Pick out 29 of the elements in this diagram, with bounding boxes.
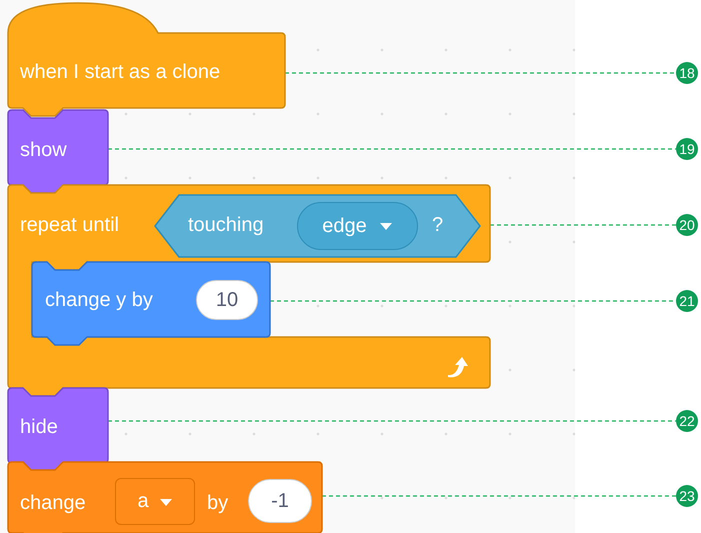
block-label: touching bbox=[188, 213, 264, 237]
stack-block bbox=[8, 462, 322, 533]
block-label: when I start as a clone bbox=[20, 60, 220, 84]
callout-number: 21 bbox=[676, 290, 698, 312]
callout-number: 23 bbox=[676, 485, 698, 507]
block-label: hide bbox=[20, 415, 58, 439]
block-label: by bbox=[207, 491, 228, 515]
loop-block bbox=[8, 185, 490, 396]
leader-line bbox=[322, 495, 676, 497]
leader-line bbox=[270, 300, 676, 302]
callout-number: 18 bbox=[676, 62, 698, 84]
block-label: show bbox=[20, 138, 67, 162]
callout-number: 19 bbox=[676, 138, 698, 160]
callout-number: 22 bbox=[676, 410, 698, 432]
dropdown-menu: a bbox=[115, 478, 195, 525]
block-label: change bbox=[20, 491, 86, 515]
leader-line bbox=[285, 72, 676, 74]
callout-number: 20 bbox=[676, 214, 698, 236]
stack-block bbox=[8, 110, 108, 193]
block-label: repeat until bbox=[20, 213, 119, 237]
leader-line bbox=[108, 420, 676, 422]
hat-block bbox=[8, 3, 285, 116]
block-label: change y by bbox=[45, 288, 153, 312]
dropdown-menu: edge bbox=[297, 202, 418, 250]
block-label: ? bbox=[432, 213, 444, 237]
leader-line bbox=[490, 224, 676, 226]
stack-block bbox=[32, 262, 270, 345]
boolean-block bbox=[155, 195, 480, 257]
leader-line bbox=[108, 148, 676, 150]
